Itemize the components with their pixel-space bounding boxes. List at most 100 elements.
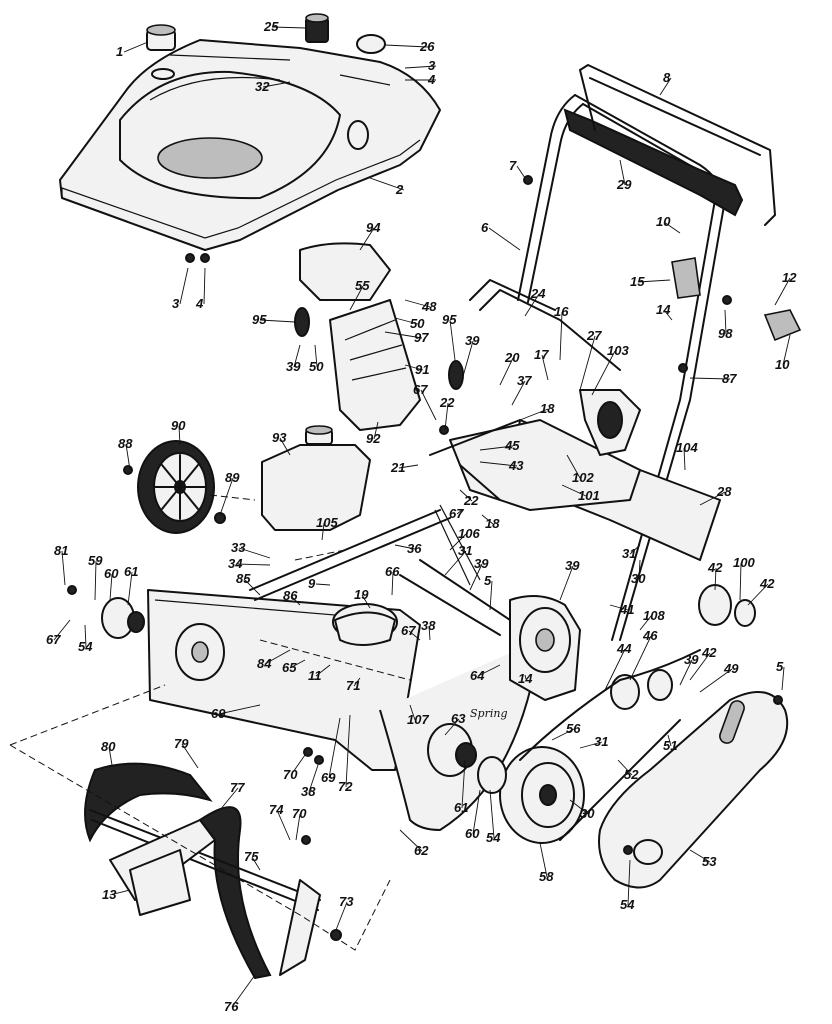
callout-leader-31 bbox=[444, 550, 467, 576]
callout-leader-95 bbox=[449, 319, 456, 361]
callout-leader-38 bbox=[428, 625, 431, 641]
callout-label-62: 62 bbox=[414, 843, 429, 858]
callout-label-70: 70 bbox=[283, 767, 298, 782]
callout-leader-26 bbox=[384, 44, 429, 48]
callout-label-65: 65 bbox=[282, 660, 297, 675]
callout-leader-97 bbox=[384, 331, 423, 339]
callout-leader-22 bbox=[444, 402, 449, 431]
callout-leader-67 bbox=[53, 619, 71, 641]
callout-label-39: 39 bbox=[465, 333, 480, 348]
callout-leader-87 bbox=[689, 377, 731, 380]
callout-leader-42 bbox=[714, 567, 717, 591]
callout-label-29: 29 bbox=[616, 177, 632, 192]
callout-leader-2 bbox=[369, 177, 405, 191]
callout-leader-3 bbox=[404, 65, 437, 69]
callout-label-8: 8 bbox=[663, 70, 671, 85]
callout-leader-15 bbox=[637, 279, 671, 283]
callout-label-49: 49 bbox=[723, 661, 739, 676]
callout-leader-106 bbox=[449, 533, 467, 551]
callout-leader-64 bbox=[477, 664, 501, 677]
callout-label-73: 73 bbox=[339, 894, 354, 909]
callout-leader-79 bbox=[181, 743, 199, 769]
callout-leader-22 bbox=[459, 489, 473, 502]
callout-leader-70 bbox=[295, 813, 301, 841]
callout-label-88: 88 bbox=[118, 436, 133, 451]
callout-label-31: 31 bbox=[594, 734, 608, 749]
callout-leader-58 bbox=[539, 842, 548, 878]
callout-label-1: 1 bbox=[116, 44, 123, 59]
callout-label-89: 89 bbox=[225, 470, 240, 485]
callout-leader-33 bbox=[238, 547, 271, 559]
callout-label-16: 16 bbox=[554, 304, 569, 319]
callout-leader-7 bbox=[516, 165, 526, 179]
callout-label-77: 77 bbox=[230, 780, 245, 795]
assembly-reference-lines bbox=[9, 494, 411, 951]
callout-leader-61 bbox=[127, 571, 133, 606]
callout-label-9: 9 bbox=[308, 576, 316, 591]
callout-leader-61 bbox=[461, 759, 466, 809]
callout-leader-25 bbox=[271, 26, 307, 29]
callout-leader-73 bbox=[335, 901, 348, 931]
callout-leader-92 bbox=[373, 421, 379, 440]
callout-leader-54 bbox=[489, 789, 495, 839]
callout-leader-67 bbox=[420, 389, 437, 421]
callout-leader-34 bbox=[235, 563, 271, 566]
callout-leader-29 bbox=[619, 159, 626, 186]
callout-label-19: 19 bbox=[354, 587, 369, 602]
callout-label-53: 53 bbox=[702, 854, 717, 869]
callout-label-81: 81 bbox=[54, 543, 68, 558]
callout-leader-18 bbox=[519, 408, 549, 421]
callout-label-11: 11 bbox=[308, 668, 322, 683]
callout-label-31: 31 bbox=[458, 543, 472, 558]
callout-label-39: 39 bbox=[684, 652, 699, 667]
callout-label-76: 76 bbox=[224, 999, 239, 1014]
callout-leader-102 bbox=[566, 454, 581, 479]
callout-label-51: 51 bbox=[663, 738, 677, 753]
callout-label-58: 58 bbox=[539, 869, 554, 884]
callout-leader-14 bbox=[524, 674, 527, 680]
callout-label-85: 85 bbox=[236, 571, 251, 586]
callout-leader-32 bbox=[262, 81, 291, 88]
callout-label-67: 67 bbox=[46, 632, 61, 647]
callout-leader-84 bbox=[264, 649, 291, 665]
callout-label-54: 54 bbox=[486, 830, 501, 845]
callout-label-52: 52 bbox=[624, 767, 639, 782]
callout-leader-30 bbox=[638, 559, 641, 580]
callout-label-5: 5 bbox=[484, 573, 492, 588]
callout-leader-107 bbox=[409, 704, 416, 721]
callout-label-39: 39 bbox=[286, 359, 301, 374]
callout-label-108: 108 bbox=[643, 608, 665, 623]
callout-leader-20 bbox=[499, 357, 514, 386]
callout-label-36: 36 bbox=[407, 541, 422, 556]
dash-panel bbox=[449, 389, 721, 561]
callout-leader-69 bbox=[218, 704, 261, 715]
callout-label-15: 15 bbox=[630, 274, 645, 289]
callout-label-87: 87 bbox=[722, 371, 737, 386]
callout-label-18: 18 bbox=[485, 516, 500, 531]
callout-label-10: 10 bbox=[656, 214, 671, 229]
callout-label-48: 48 bbox=[421, 299, 437, 314]
callout-label-17: 17 bbox=[534, 347, 549, 362]
callout-leader-56 bbox=[551, 728, 575, 741]
callout-label-54: 54 bbox=[78, 639, 93, 654]
callout-label-92: 92 bbox=[366, 431, 381, 446]
callout-label-38: 38 bbox=[301, 784, 316, 799]
callout-leader-75 bbox=[251, 856, 261, 871]
callout-leader-39 bbox=[293, 344, 301, 368]
callout-leader-41 bbox=[609, 604, 629, 611]
callout-label-33: 33 bbox=[231, 540, 246, 555]
callout-leader-60 bbox=[472, 789, 481, 835]
callout-label-39: 39 bbox=[474, 556, 489, 571]
callout-leader-42 bbox=[747, 583, 769, 606]
callout-leader-27 bbox=[579, 335, 596, 391]
callout-leader-31 bbox=[629, 544, 641, 555]
callout-leader-69 bbox=[328, 717, 341, 779]
callout-label-44: 44 bbox=[616, 641, 632, 656]
callout-leader-43 bbox=[479, 461, 518, 467]
callout-leader-45 bbox=[479, 445, 514, 451]
callout-leader-42 bbox=[689, 652, 711, 681]
callout-leader-76 bbox=[231, 974, 256, 1008]
callout-label-14: 14 bbox=[656, 302, 671, 317]
callout-label-43: 43 bbox=[508, 458, 524, 473]
callout-leader-72 bbox=[345, 714, 351, 788]
